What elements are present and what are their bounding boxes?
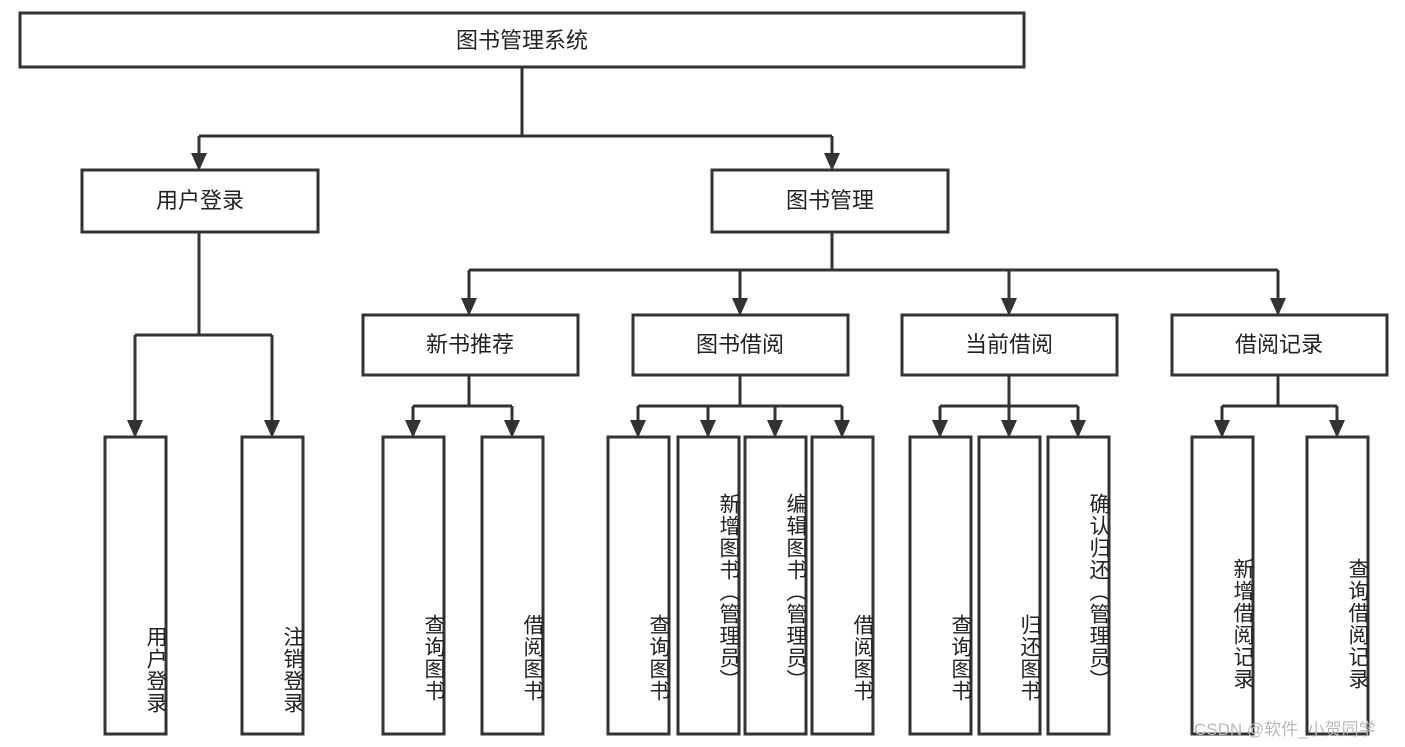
arrow-leaf-new-book-2 <box>504 420 520 438</box>
arrow-to-current-borrow <box>1001 298 1017 316</box>
arrow-leaf-user-login-2 <box>264 420 280 438</box>
arrow-to-user-login <box>191 153 207 171</box>
node-layer: 图书管理系统 用户登录 图书管理 新书推荐 图书借阅 当前借阅 借阅记录 <box>18 11 1389 736</box>
leaf-current-borrow-3-box[interactable] <box>1046 435 1111 736</box>
arrow-to-book-borrow <box>732 298 748 316</box>
arrow-leaf-new-book-1 <box>405 420 421 438</box>
leaf-book-borrow-4-box[interactable] <box>810 435 875 736</box>
watermark-text: CSDN @软件_小贺同学 <box>1194 720 1376 739</box>
arrow-leaf-book-borrow-3 <box>767 420 783 438</box>
leaf-book-borrow-2-box[interactable] <box>676 435 741 736</box>
node-borrow-record-label: 借阅记录 <box>1235 332 1323 357</box>
arrow-leaf-borrow-record-2 <box>1329 420 1345 438</box>
arrow-leaf-book-borrow-4 <box>834 420 850 438</box>
node-borrow-record-box[interactable] <box>1170 313 1389 377</box>
arrow-leaf-user-login-1 <box>127 420 143 438</box>
leaf-current-borrow-1-box[interactable] <box>908 435 973 736</box>
leaf-user-login-1-box[interactable] <box>103 435 168 736</box>
leaf-borrow-record-1-box[interactable] <box>1190 435 1255 736</box>
node-new-book-recommend-label: 新书推荐 <box>426 332 514 357</box>
node-new-book-recommend-box[interactable] <box>361 313 580 377</box>
node-current-borrow-label: 当前借阅 <box>965 332 1053 357</box>
arrow-to-borrow-record <box>1270 298 1286 316</box>
leaf-new-book-2-box[interactable] <box>480 435 545 736</box>
leaf-new-book-1-box[interactable] <box>381 435 446 736</box>
node-book-borrow-box[interactable] <box>631 313 850 377</box>
node-current-borrow-box[interactable] <box>900 313 1119 377</box>
connector-layer <box>127 67 1345 438</box>
arrow-leaf-borrow-record-1 <box>1214 420 1230 438</box>
node-book-manage-label: 图书管理 <box>786 188 874 213</box>
arrow-to-new-book-recommend <box>461 298 477 316</box>
leaf-current-borrow-2-box[interactable] <box>977 435 1042 736</box>
leaf-user-login-2-box[interactable] <box>240 435 305 736</box>
leaf-book-borrow-3-box[interactable] <box>743 435 808 736</box>
leaf-borrow-record-2-box[interactable] <box>1305 435 1370 736</box>
arrow-to-book-manage <box>824 153 840 171</box>
arrow-leaf-current-borrow-1 <box>932 420 948 438</box>
node-book-borrow-label: 图书借阅 <box>696 332 784 357</box>
node-user-login-box[interactable] <box>80 168 320 234</box>
arrow-leaf-book-borrow-2 <box>700 420 716 438</box>
node-root-box[interactable] <box>18 11 1026 69</box>
node-root-label: 图书管理系统 <box>456 28 588 53</box>
node-book-manage-box[interactable] <box>710 168 950 234</box>
arrow-leaf-book-borrow-1 <box>630 420 646 438</box>
arrow-leaf-current-borrow-2 <box>1001 420 1017 438</box>
leaf-book-borrow-1-box[interactable] <box>606 435 671 736</box>
node-user-login-label: 用户登录 <box>156 188 244 213</box>
arrow-leaf-current-borrow-3 <box>1070 420 1086 438</box>
